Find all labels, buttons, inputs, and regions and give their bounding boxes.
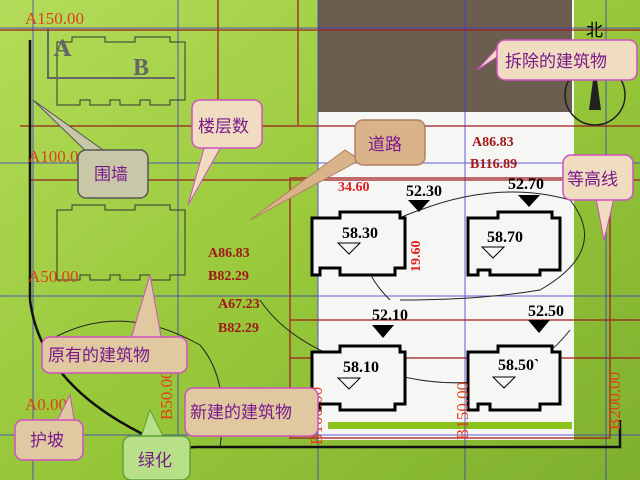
level-icon <box>480 246 506 259</box>
coord-b50: B50.00 <box>157 370 176 420</box>
green-strip <box>328 422 572 429</box>
dim-corner-b: B116.89 <box>470 157 517 172</box>
dim-corner-a: A86.83 <box>472 135 514 150</box>
new-building-3: 58.10 <box>310 344 407 412</box>
building-elevation: 58.50` <box>498 357 539 374</box>
letter-b: B <box>133 55 149 81</box>
building-elevation: 58.30 <box>342 225 378 242</box>
callout-text: 道路 <box>368 135 402 155</box>
letter-a: A <box>53 36 72 62</box>
building-elevation: 58.70 <box>487 229 523 246</box>
callout-text: 绿化 <box>138 451 172 471</box>
building-elevation: 58.10 <box>343 359 379 376</box>
callout-text: 原有的建筑物 <box>48 346 150 366</box>
dim-p2-b: B82.29 <box>218 321 259 336</box>
ground-elevation: 52.50 <box>528 303 564 320</box>
coord-b150: B150.00 <box>453 382 472 440</box>
ground-elevation: 52.30 <box>406 183 442 200</box>
axis-arrow <box>47 28 175 79</box>
ground-elevation: 52.10 <box>372 307 408 324</box>
callout-contour: 等高线 <box>562 154 634 241</box>
existing-building-1 <box>56 36 186 106</box>
level-icon <box>336 242 362 255</box>
callout-wall: 围墙 <box>32 99 149 199</box>
ground-elevation: 52.70 <box>508 176 544 193</box>
callout-text: 围墙 <box>94 165 128 185</box>
dim-p1-b: B82.29 <box>208 269 249 284</box>
coord-b200: B200.00 <box>605 372 624 430</box>
callout-green: 绿化 <box>122 408 191 480</box>
dim-spacing-v: 19.60 <box>409 241 424 273</box>
callout-text: 护坡 <box>30 431 64 451</box>
level-icon <box>336 377 362 390</box>
elevation-marker-icon <box>518 195 540 207</box>
coord-a150: A150.00 <box>25 9 84 28</box>
north-label: 北 <box>586 21 603 41</box>
elevation-marker-icon <box>372 325 394 338</box>
callout-text: 等高线 <box>567 170 618 190</box>
callout-slope: 护坡 <box>14 393 84 461</box>
ground-elevation-markers <box>372 195 550 338</box>
coord-a100: A100.00 <box>28 147 87 166</box>
level-icon <box>491 376 517 389</box>
dim-p2-a: A67.23 <box>218 297 260 312</box>
new-building-2: 58.70 <box>466 210 562 277</box>
callout-demolish: 拆除的建筑物 <box>476 39 638 81</box>
coord-a50: A50.00 <box>28 267 79 286</box>
coord-a0: A0.00 <box>25 395 67 414</box>
dim-spacing-h: 34.60 <box>338 180 370 195</box>
elevation-marker-icon <box>408 200 430 212</box>
callout-road: 道路 <box>249 119 426 221</box>
north-arrow: 北 <box>564 21 626 126</box>
callout-new-building: 新建的建筑物 <box>184 387 319 437</box>
callout-floors: 楼层数 <box>187 99 263 206</box>
callout-text: 楼层数 <box>198 117 249 137</box>
elevation-marker-icon <box>528 320 550 333</box>
new-building-1: 58.30 <box>310 210 407 277</box>
callout-existing: 原有的建筑物 <box>41 274 188 374</box>
callout-text: 新建的建筑物 <box>190 403 292 423</box>
dim-p1-a: A86.83 <box>208 246 250 261</box>
callout-text: 拆除的建筑物 <box>505 52 607 72</box>
new-building-4: 58.50` <box>466 344 562 412</box>
